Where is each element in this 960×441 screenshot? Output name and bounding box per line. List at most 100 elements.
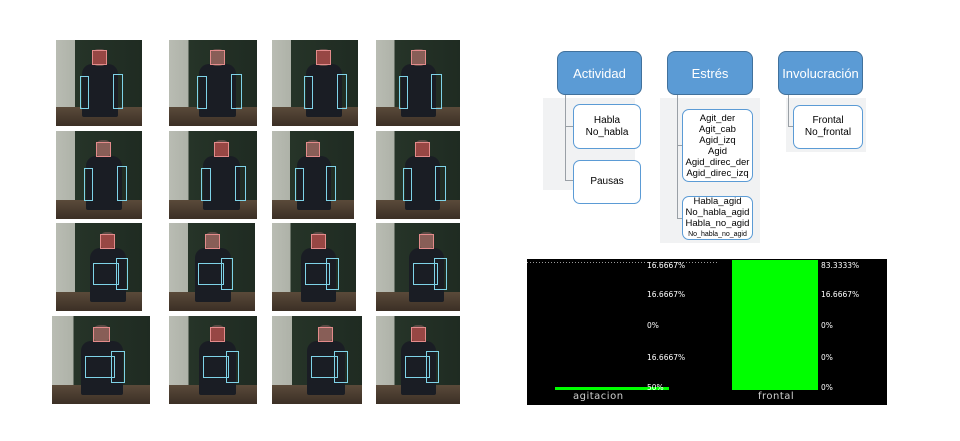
hand-detection-box: [435, 166, 446, 202]
connector-line: [677, 145, 682, 146]
hand-detection-box: [198, 262, 225, 286]
category-involucracion: Involucración: [778, 51, 863, 95]
person-head: [411, 48, 426, 66]
person-head: [209, 48, 225, 66]
face-detection-box: [306, 141, 321, 157]
left-axis-label: 16.6667%: [647, 353, 686, 362]
left-axis-label: 16.6667%: [647, 261, 686, 270]
face-detection-box: [317, 326, 334, 342]
connector-line: [788, 126, 793, 127]
leaf-label: Pausas: [590, 176, 624, 187]
leaf-box-stress-combined: Habla_agid No_habla_agid Habla_no_agid N…: [682, 196, 753, 240]
connector-line: [677, 95, 678, 219]
hand-detection-box: [202, 355, 230, 379]
right-axis-label: 83.3333%: [821, 261, 860, 270]
left-axis-label: 0%: [647, 321, 659, 330]
category-title: Actividad: [573, 65, 626, 81]
person-silhouette: [199, 340, 237, 396]
video-frame-thumbnail: [272, 223, 356, 311]
video-frame-thumbnail: [56, 223, 142, 311]
face-detection-box: [96, 141, 111, 157]
hand-detection-box: [336, 74, 348, 109]
video-frame-thumbnail: [376, 131, 460, 219]
hand-detection-box: [310, 355, 338, 379]
right-axis-label: 0%: [821, 321, 833, 330]
leaf-label: Agit_cab: [699, 123, 736, 135]
right-axis-label: 16.6667%: [821, 290, 860, 299]
connector-line: [565, 95, 566, 181]
face-detection-box: [209, 50, 225, 65]
video-frame-thumbnail: [169, 223, 255, 311]
person-silhouette: [409, 247, 445, 303]
connector-line: [565, 180, 573, 181]
leaf-label: Agit_der: [699, 112, 736, 124]
person-head: [96, 139, 111, 158]
hand-detection-box: [294, 167, 304, 202]
category-title: Estrés: [691, 65, 729, 81]
right-axis-label: 0%: [821, 383, 833, 392]
video-frame-thumbnail: [376, 223, 460, 311]
bar-frontal: [732, 259, 818, 390]
leaf-box-activity-pauses: Pausas: [573, 160, 641, 204]
hand-detection-box: [112, 74, 124, 109]
hand-detection-box: [197, 76, 208, 109]
caption-agitacion: agitacion: [573, 391, 624, 402]
category-title: Involucración: [782, 65, 859, 81]
face-detection-box: [92, 50, 107, 65]
hand-detection-box: [303, 76, 314, 109]
hand-detection-box: [426, 351, 439, 383]
hand-detection-box: [85, 355, 115, 379]
leaf-label: Frontal: [812, 115, 844, 126]
person-head: [93, 324, 110, 343]
video-frame-thumbnail: [169, 131, 257, 219]
hand-detection-box: [431, 74, 442, 109]
hand-detection-box: [326, 166, 336, 202]
hand-detection-box: [399, 76, 409, 109]
leaf-label: Agid_direc_der: [685, 156, 750, 168]
video-frame-thumbnail: [56, 131, 142, 219]
face-detection-box: [209, 326, 225, 342]
video-frame-thumbnail: [376, 316, 460, 404]
hand-detection-box: [79, 76, 90, 109]
hand-detection-box: [403, 167, 413, 202]
face-detection-box: [311, 233, 326, 249]
hand-detection-box: [225, 351, 239, 383]
video-frame-thumbnail: [52, 316, 150, 404]
leaf-label: No_frontal: [804, 127, 852, 138]
face-detection-box: [213, 141, 229, 157]
hand-detection-box: [110, 351, 126, 383]
right-axis-label: 0%: [821, 353, 833, 362]
dotted-divider: [527, 262, 717, 263]
person-silhouette: [81, 340, 123, 396]
leaf-label: No_habla_no_agid: [688, 231, 747, 238]
person-silhouette: [307, 340, 345, 396]
video-frame-thumbnail: [56, 40, 142, 126]
leaf-label: No_habla: [585, 126, 629, 138]
face-detection-box: [411, 326, 426, 342]
face-detection-box: [100, 233, 115, 249]
video-frame-thumbnail: [169, 316, 257, 404]
leaf-label: Habla: [593, 114, 621, 126]
face-detection-box: [415, 141, 430, 157]
hand-detection-box: [404, 355, 430, 379]
leaf-box-activity-speech: Habla No_habla: [573, 104, 641, 149]
left-axis-label: 16.6667%: [647, 290, 686, 299]
person-silhouette: [301, 247, 337, 303]
leaf-label: Habla_no_agid: [685, 218, 750, 229]
video-frame-thumbnail: [272, 40, 358, 126]
connector-line: [788, 95, 789, 127]
person-silhouette: [89, 247, 126, 303]
hand-detection-box: [434, 258, 447, 290]
leaf-label: Agid: [707, 145, 727, 157]
face-detection-box: [316, 50, 331, 65]
face-detection-box: [411, 50, 426, 65]
hand-detection-box: [83, 167, 94, 202]
leaf-label: Agid_direc_izq: [686, 167, 749, 179]
hand-detection-box: [93, 262, 120, 286]
bar-agitacion: [555, 387, 669, 390]
face-detection-box: [93, 326, 110, 342]
video-frame-thumbnail: [272, 316, 362, 404]
leaf-label: Habla_agid: [693, 196, 742, 207]
hand-detection-box: [334, 351, 348, 383]
video-frame-thumbnail: [376, 40, 460, 126]
